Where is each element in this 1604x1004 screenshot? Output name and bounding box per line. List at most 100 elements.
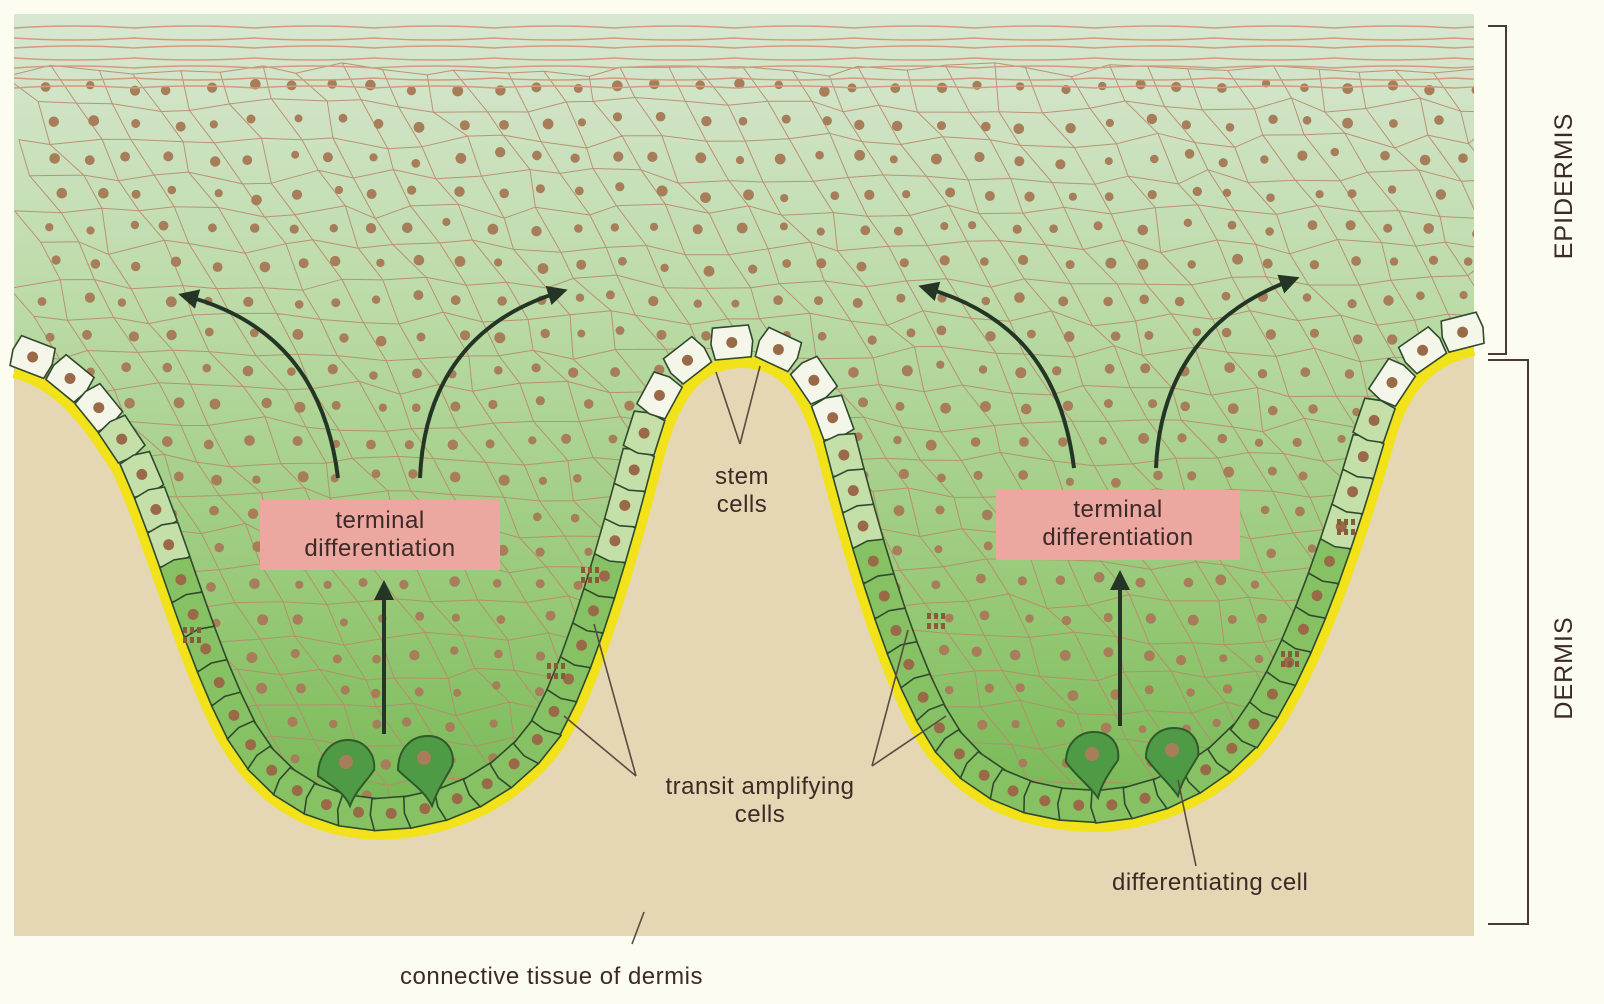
cell-nucleus [1025, 614, 1034, 623]
cell-nucleus [260, 262, 271, 273]
cell-nucleus [1434, 115, 1444, 125]
cell-nucleus [1138, 433, 1149, 444]
cell-nucleus [1021, 404, 1032, 415]
cell-nucleus [704, 266, 715, 277]
cell-nucleus [976, 574, 986, 584]
cell-nucleus [206, 582, 216, 592]
cell-nucleus [890, 155, 898, 163]
cell-nucleus [1148, 190, 1157, 199]
cell-nucleus [1420, 155, 1431, 166]
cell-nucleus [1062, 616, 1071, 625]
cell-nucleus [295, 114, 303, 122]
cell-nucleus [341, 685, 350, 694]
cell-nucleus [332, 401, 341, 410]
cell-nucleus [415, 687, 424, 696]
cell-nucleus [536, 579, 545, 588]
cell-nucleus [340, 618, 348, 626]
cell-nucleus [247, 115, 256, 124]
cell-nucleus [1136, 80, 1146, 90]
cell-nucleus [1387, 334, 1397, 344]
cell-nucleus [536, 184, 545, 193]
cell-nucleus [528, 436, 536, 444]
cell-nucleus [982, 510, 993, 521]
cell-nucleus [931, 154, 942, 165]
cell-nucleus [85, 155, 95, 165]
cell-nucleus [536, 396, 545, 405]
cell-nucleus [497, 615, 506, 624]
cell-nucleus [494, 332, 505, 343]
cell-nucleus [775, 81, 783, 89]
cell-nucleus [1184, 578, 1194, 588]
cell-nucleus [1342, 83, 1353, 94]
transit-amplifying-label-line2: cells [735, 801, 786, 828]
cell-nucleus [1186, 688, 1195, 697]
cell-nucleus [171, 257, 181, 267]
cell-nucleus [121, 362, 131, 372]
cell-nucleus [1094, 221, 1103, 230]
cell-nucleus [731, 300, 739, 308]
cell-nucleus [934, 545, 942, 553]
cell-nucleus [82, 330, 92, 340]
cell-nucleus [118, 298, 126, 306]
cell-nucleus [1224, 362, 1235, 373]
cell-nucleus [945, 614, 954, 623]
cell-nucleus [1049, 224, 1058, 233]
cell-nucleus [1345, 369, 1354, 378]
cell-nucleus [414, 255, 425, 266]
cell-nucleus [292, 190, 302, 200]
cell-nucleus [381, 759, 391, 769]
cell-nucleus [1018, 576, 1027, 585]
cell-nucleus [1140, 363, 1150, 373]
cell-nucleus [1476, 540, 1484, 548]
cell-nucleus [1147, 114, 1157, 124]
cell-nucleus [1261, 506, 1270, 515]
cell-nucleus [568, 368, 578, 378]
cell-nucleus [660, 264, 668, 272]
cell-nucleus [339, 114, 348, 123]
differentiating-cell-label: differentiating cell [1112, 869, 1308, 896]
cell-nucleus [168, 186, 177, 195]
cell-nucleus [1383, 295, 1393, 305]
cell-nucleus [609, 435, 618, 444]
terminal-differentiation-label-right-line1: terminal [1073, 496, 1162, 523]
differentiating-cell-nucleus [339, 755, 353, 769]
cell-nucleus [1058, 296, 1068, 306]
cell-nucleus [575, 187, 584, 196]
cell-nucleus [210, 120, 218, 128]
cell-nucleus [293, 436, 303, 446]
cell-nucleus [985, 684, 994, 693]
cell-nucleus [1103, 297, 1113, 307]
cell-nucleus [86, 81, 94, 89]
cell-nucleus [985, 331, 995, 341]
cell-nucleus [207, 83, 217, 93]
cell-nucleus [210, 156, 220, 166]
cell-nucleus [1310, 260, 1319, 269]
cell-nucleus [1383, 224, 1392, 233]
cell-nucleus [1219, 158, 1228, 167]
cell-nucleus [1222, 292, 1231, 301]
epidermis-label: EPIDERMIS [1550, 113, 1578, 260]
cell-nucleus [853, 298, 863, 308]
cell-nucleus [576, 260, 586, 270]
cell-nucleus [450, 472, 461, 483]
cell-nucleus [490, 720, 498, 728]
cell-nucleus [408, 469, 417, 478]
cell-nucleus [1139, 725, 1147, 733]
cell-nucleus [1063, 401, 1073, 411]
cell-nucleus [1069, 193, 1077, 201]
cell-nucleus [936, 361, 944, 369]
cell-nucleus [452, 614, 460, 622]
cell-nucleus [291, 754, 300, 763]
cell-nucleus [899, 469, 909, 479]
cell-nucleus [453, 689, 461, 697]
cell-nucleus [1464, 257, 1473, 266]
cell-nucleus [1066, 478, 1074, 486]
cell-nucleus [739, 117, 748, 126]
cell-nucleus [1380, 151, 1390, 161]
cell-nucleus [650, 223, 658, 231]
cell-nucleus [256, 683, 267, 694]
cell-nucleus [1176, 655, 1186, 665]
cell-nucleus [968, 221, 976, 229]
cell-nucleus [1228, 403, 1239, 414]
cell-nucleus [1016, 683, 1025, 692]
